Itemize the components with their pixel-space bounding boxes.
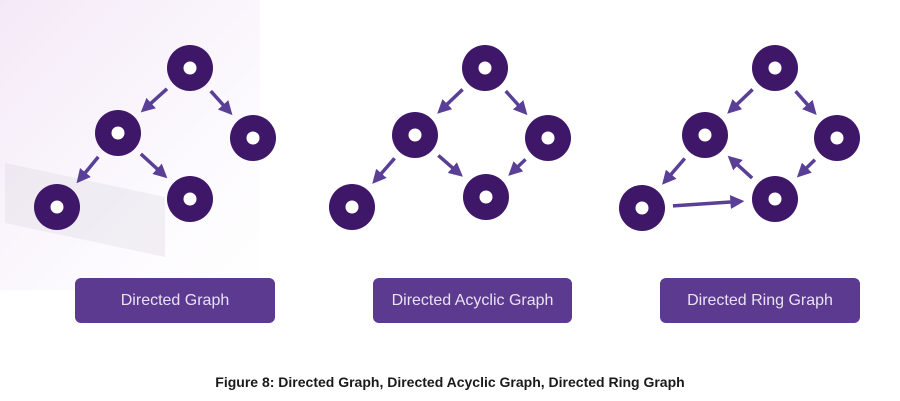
edge-arrow-icon — [672, 195, 745, 210]
edge-arrow-icon — [437, 88, 464, 114]
graph-node-hole — [111, 126, 125, 140]
directed-acyclic-graph-button[interactable]: Directed Acyclic Graph — [373, 278, 572, 323]
graph-node-hole — [478, 61, 492, 75]
graph-node-hole — [698, 128, 712, 142]
graph-node-hole — [246, 131, 260, 145]
edge-arrow-icon — [504, 89, 528, 116]
graph-node-hole — [183, 61, 197, 75]
edge-arrow-icon — [508, 158, 527, 176]
graph-1 — [329, 45, 571, 230]
directed-ring-graph-button[interactable]: Directed Ring Graph — [660, 278, 860, 323]
figure-caption: Figure 8: Directed Graph, Directed Acycl… — [215, 374, 685, 390]
edge-arrow-icon — [796, 158, 817, 178]
edge-arrow-icon — [140, 87, 169, 113]
graph-node-hole — [768, 61, 782, 75]
graph-node-hole — [345, 200, 359, 214]
graph-node-hole — [408, 128, 422, 142]
graph-node-hole — [635, 201, 649, 215]
graph-node-hole — [479, 190, 493, 204]
graph-node-hole — [183, 192, 197, 206]
edge-arrow-icon — [139, 152, 168, 179]
directed-graph-button[interactable]: Directed Graph — [75, 278, 275, 323]
graph-2 — [619, 45, 860, 231]
edge-arrow-icon — [76, 155, 100, 184]
edge-arrow-icon — [727, 88, 754, 114]
edge-arrow-icon — [209, 89, 233, 116]
graph-node-hole — [541, 131, 555, 145]
edge-arrow-icon — [727, 155, 754, 180]
graph-node-hole — [50, 200, 64, 214]
edge-arrow-icon — [662, 157, 687, 185]
graph-node-hole — [768, 192, 782, 206]
graph-0 — [34, 45, 276, 230]
edge-arrow-icon — [437, 154, 463, 177]
graph-node-hole — [830, 131, 844, 145]
edge-arrow-icon — [372, 157, 396, 184]
edge-arrow-icon — [794, 90, 817, 116]
